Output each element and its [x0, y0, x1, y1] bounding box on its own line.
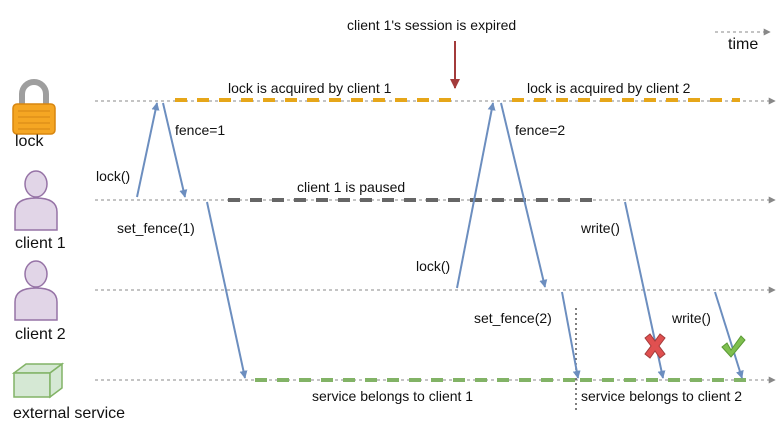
lock-request-arrow-2	[456, 102, 496, 289]
client1-paused-label: client 1 is paused	[297, 179, 406, 195]
service-client2-label: service belongs to client 2	[581, 388, 743, 404]
set-fence-arrow-1	[206, 201, 248, 379]
fence-arrow-2	[500, 102, 548, 288]
fence-label-2: fence=2	[515, 122, 566, 138]
lock-actor-label: lock	[15, 133, 44, 150]
lock-call-label-1: lock()	[96, 168, 131, 184]
service-cube-icon	[11, 362, 65, 399]
service-actor-label: external service	[13, 405, 126, 422]
set-fence-arrow-2	[561, 291, 581, 379]
lock-request-arrow-1	[136, 102, 160, 198]
fence-arrow-1	[162, 102, 188, 198]
padlock-icon	[12, 79, 56, 135]
client1-person-icon	[14, 170, 58, 231]
client1-actor-label: client 1	[15, 235, 66, 252]
session-expired-label: client 1's session is expired	[347, 17, 517, 33]
lock-call-label-2: lock()	[416, 258, 451, 274]
reject-x-icon	[644, 333, 666, 359]
set-fence-label-2: set_fence(2)	[474, 310, 552, 326]
write-arrow-2	[714, 291, 744, 379]
accept-check-icon	[721, 335, 746, 358]
lock-client2-label: lock is acquired by client 2	[527, 80, 691, 96]
lock-client1-label: lock is acquired by client 1	[228, 80, 392, 96]
set-fence-label-1: set_fence(1)	[117, 220, 195, 236]
write-label-2: write()	[672, 310, 711, 326]
time-label: time	[728, 36, 759, 53]
client2-person-icon	[14, 260, 58, 321]
service-client1-label: service belongs to client 1	[312, 388, 474, 404]
client2-actor-label: client 2	[15, 326, 66, 343]
write-label-1: write()	[581, 220, 620, 236]
fence-label-1: fence=1	[175, 122, 226, 138]
